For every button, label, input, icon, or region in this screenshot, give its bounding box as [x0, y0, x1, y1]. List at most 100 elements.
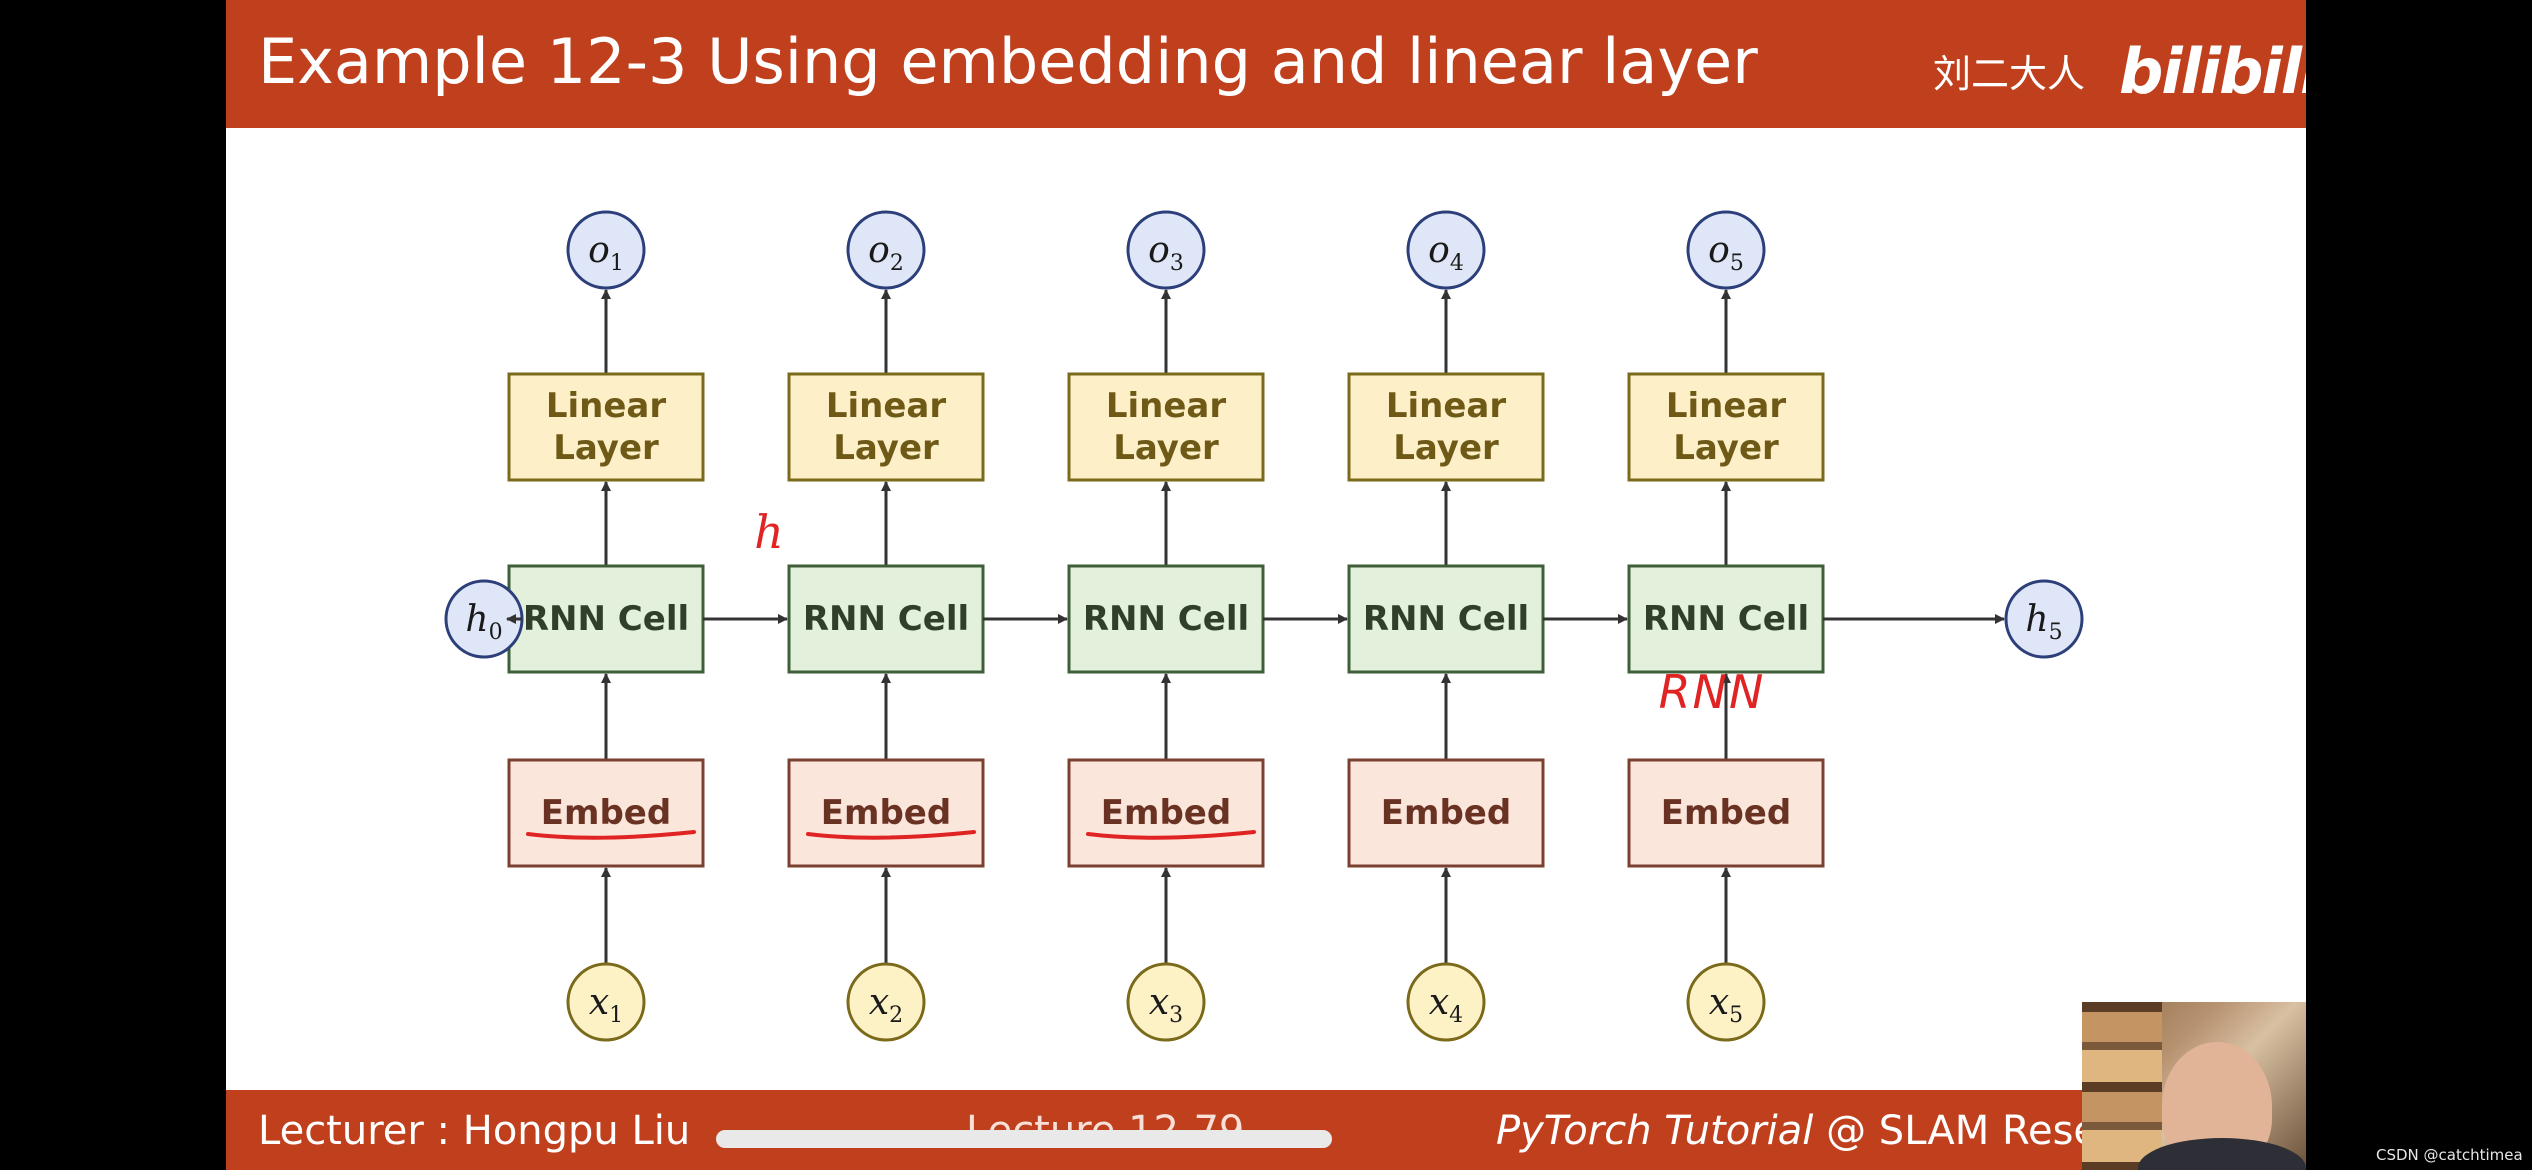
final-state-node	[2004, 579, 2084, 659]
lecture-slide: Example 12-3 Using embedding and linear …	[226, 0, 2306, 1170]
output-label-symbol: o	[868, 230, 890, 271]
embed-label: Embed	[1661, 793, 1791, 833]
linear-layer-box	[1067, 372, 1265, 482]
output-node	[566, 210, 646, 290]
input-label-index: 5	[1729, 1003, 1743, 1028]
input-label-symbol: x	[1709, 982, 1729, 1023]
course-name: PyTorch Tutorial	[1496, 1108, 1814, 1154]
embed-label: Embed	[541, 793, 671, 833]
linear-label-line1: Linear	[1666, 386, 1787, 426]
handwritten-underline	[1086, 830, 1256, 840]
input-node	[846, 962, 926, 1042]
output-label-index: 4	[1450, 251, 1464, 276]
input-label-index: 2	[889, 1003, 903, 1028]
output-label: o1	[588, 230, 624, 276]
embed-label: Embed	[821, 793, 951, 833]
course-title: PyTorch Tutorial @ SLAM Resea	[1496, 1106, 2123, 1156]
input-node	[1686, 962, 1766, 1042]
linear-layer-box	[787, 372, 985, 482]
slide-header: Example 12-3 Using embedding and linear …	[226, 0, 2306, 128]
embed-box	[1347, 758, 1545, 868]
embed-box	[1067, 758, 1265, 868]
output-label-index: 5	[1730, 251, 1744, 276]
final-state-label: h5	[2025, 599, 2062, 645]
rnn-cell-box	[1627, 564, 1825, 674]
linear-layer-box	[1347, 372, 1545, 482]
linear-label-line1: Linear	[1386, 386, 1507, 426]
rnn-cell-label: RNN Cell	[1363, 599, 1529, 639]
initial-state-label-symbol: h	[465, 599, 488, 640]
lecturer-webcam	[2082, 1002, 2306, 1170]
input-label: x3	[1149, 982, 1183, 1028]
output-node	[1406, 210, 1486, 290]
output-node	[1126, 210, 1206, 290]
output-label-symbol: o	[1428, 230, 1450, 271]
output-label-index: 2	[890, 251, 904, 276]
embed-box	[1627, 758, 1825, 868]
input-node	[1126, 962, 1206, 1042]
input-node	[1406, 962, 1486, 1042]
input-label: x4	[1429, 982, 1463, 1028]
rnn-cell-box	[1347, 564, 1545, 674]
rnn-cell-box	[1067, 564, 1265, 674]
linear-label-line2: Layer	[553, 428, 659, 468]
embed-box	[787, 758, 985, 868]
output-node	[846, 210, 926, 290]
rnn-cell-label: RNN Cell	[803, 599, 969, 639]
output-label: o5	[1708, 230, 1744, 276]
bookshelf	[2082, 1002, 2162, 1170]
initial-state-label-index: 0	[489, 620, 503, 645]
linear-label-line1: Linear	[1106, 386, 1227, 426]
linear-layer-box	[507, 372, 705, 482]
initial-state-label: h0	[465, 599, 502, 645]
output-label-symbol: o	[1708, 230, 1730, 271]
input-label-symbol: x	[1429, 982, 1449, 1023]
output-label-index: 1	[610, 251, 624, 276]
handwritten-underline	[526, 830, 696, 840]
linear-label-line2: Layer	[1673, 428, 1779, 468]
output-label: o3	[1148, 230, 1184, 276]
handwritten-underline	[806, 830, 976, 840]
brand-author: 刘二大人	[1933, 52, 2086, 96]
lecturer-shirt	[2138, 1138, 2306, 1170]
video-progress-bar[interactable]	[716, 1130, 1332, 1148]
input-label: x2	[869, 982, 903, 1028]
linear-label-line1: Linear	[826, 386, 947, 426]
handwritten-rnn-note: RNN	[1659, 665, 1766, 719]
input-label-index: 4	[1449, 1003, 1463, 1028]
linear-label-line2: Layer	[833, 428, 939, 468]
rnn-cell-box	[507, 564, 705, 674]
embed-label: Embed	[1381, 793, 1511, 833]
csdn-watermark: CSDN @catchtimea	[2376, 1146, 2523, 1164]
rnn-cell-label: RNN Cell	[523, 599, 689, 639]
embed-box	[507, 758, 705, 868]
lecturer-name: Lecturer : Hongpu Liu	[258, 1108, 691, 1154]
input-label: x1	[589, 982, 623, 1028]
linear-label-line2: Layer	[1113, 428, 1219, 468]
output-label-symbol: o	[588, 230, 610, 271]
input-label-index: 1	[609, 1003, 623, 1028]
output-label: o4	[1428, 230, 1464, 276]
course-affiliation: @ SLAM Resea	[1813, 1108, 2123, 1154]
final-state-label-index: 5	[2049, 620, 2063, 645]
slide-title: Example 12-3 Using embedding and linear …	[258, 25, 1758, 98]
rnn-cell-label: RNN Cell	[1643, 599, 1809, 639]
linear-label-line2: Layer	[1393, 428, 1499, 468]
input-node	[566, 962, 646, 1042]
output-label: o2	[868, 230, 904, 276]
output-label-symbol: o	[1148, 230, 1170, 271]
handwritten-h-note: h	[754, 505, 784, 559]
bilibili-logo: bilibili	[2119, 35, 2306, 108]
input-label-symbol: x	[1149, 982, 1169, 1023]
input-label-symbol: x	[589, 982, 609, 1023]
input-label-index: 3	[1169, 1003, 1183, 1028]
output-label-index: 3	[1170, 251, 1184, 276]
linear-label-line1: Linear	[546, 386, 667, 426]
